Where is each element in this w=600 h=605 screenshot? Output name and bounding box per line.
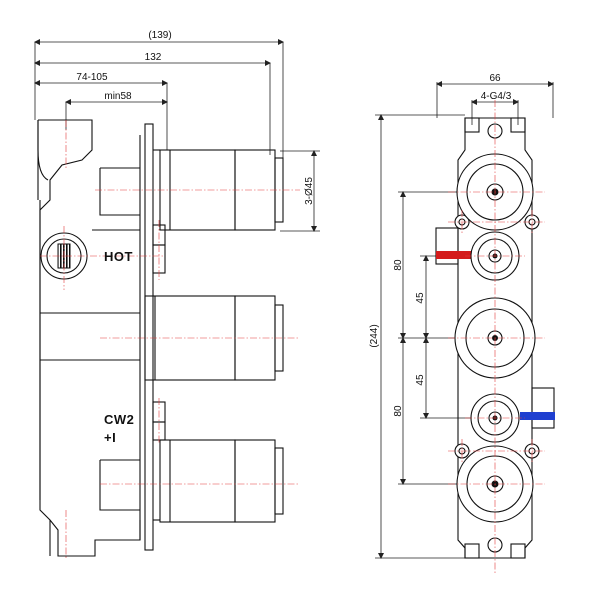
dim-pitch-mid-upper: 45 [415,292,426,304]
dim-height: (244) [369,324,380,347]
dim-thread: 4-G4/3 [481,91,512,102]
dim-min: min58 [104,91,132,102]
dim-pitch-mid-lower: 45 [415,374,426,386]
cold-indicator [520,412,555,420]
valve-body [37,119,166,557]
side-dimensions: (139) 132 74-105 min58 3-Ø45 [34,30,320,232]
label-plus-one: +I [104,430,116,445]
dim-width: 66 [489,73,501,84]
dim-pitch-lower: 80 [393,405,404,417]
dim-length: 132 [145,52,162,63]
dim-pitch-upper: 80 [393,259,404,271]
front-centerlines [448,100,545,575]
label-cw2: CW2 [104,412,134,427]
side-view: (139) 132 74-105 min58 3-Ø45 [34,30,320,560]
dim-overall: (139) [148,30,171,41]
side-centerlines [40,120,300,560]
label-hot: HOT [104,249,133,264]
hot-indicator [436,251,471,259]
front-view: 66 4-G4/3 (244) 80 80 45 45 [369,73,555,575]
outlet-bottom [159,439,284,523]
dim-range: 74-105 [76,72,108,83]
dim-outlet: 3-Ø45 [304,177,315,205]
